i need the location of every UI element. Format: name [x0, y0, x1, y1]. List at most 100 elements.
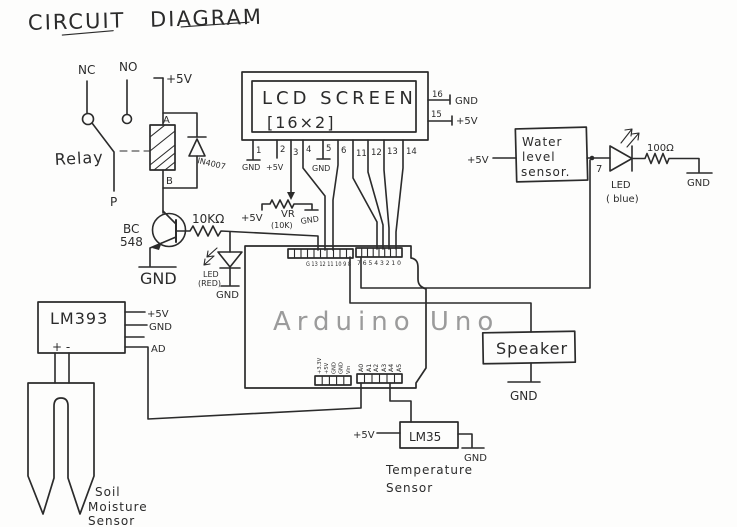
lcd-pin-number: 3	[293, 148, 298, 158]
soil-label-line3: Sensor	[88, 514, 135, 527]
lcd-size: [16×2]	[267, 113, 335, 132]
soil-label-line2: Moisture	[88, 500, 148, 514]
lm393-ad-to-a0-wire	[124, 346, 362, 420]
soil-moisture-circuit: LM393 + - +5V GND AD Soil Moisture Senso…	[27, 301, 172, 527]
title-underline-1	[61, 30, 114, 36]
lm35-circuit: LM35 +5V GND Temperature Sensor	[353, 421, 487, 495]
lcd-pin15-wire	[427, 115, 453, 126]
lcd-pin-number: 6	[341, 146, 346, 156]
lcd-pin14-wire	[395, 139, 404, 250]
water-label-line2: level	[522, 150, 556, 164]
speaker-box	[481, 330, 577, 365]
speaker-gnd-label: GND	[510, 389, 538, 403]
power-pin-label: Vin	[346, 366, 352, 374]
water-label-line1: Water	[522, 135, 562, 149]
bc548-label-line2: 548	[120, 235, 143, 249]
lcd-pin-number: 1	[256, 146, 261, 156]
lcd-pin16-number: 16	[432, 90, 443, 100]
power-pin-label: GND	[332, 362, 338, 374]
power-pin-label: GND	[339, 362, 345, 374]
lm35-gnd-label: GND	[464, 453, 487, 464]
power-header	[314, 375, 352, 386]
page-title: CIRCUIT DIAGRAM	[28, 5, 263, 36]
base-resistor-label: 10KΩ	[192, 212, 224, 226]
power-pin-label: +3.3V	[317, 357, 323, 374]
bc548-emitter-arrow	[152, 242, 162, 250]
contrast-potentiometer: +5V VR (10K) GND	[241, 199, 319, 230]
bc548-label-line1: BC	[123, 222, 139, 236]
flyback-diode-triangle	[188, 138, 206, 157]
analog-pin-label: A2	[373, 364, 380, 372]
lcd-inner-frame	[251, 80, 417, 133]
lm393-vcc-label: +5V	[147, 309, 169, 320]
analog-pin-label: A5	[396, 364, 403, 372]
relay-terminal-a: A	[163, 115, 170, 126]
relay-switch-arm	[91, 122, 115, 192]
relay-no-contact	[121, 113, 133, 125]
vr-vcc-label: +5V	[241, 213, 263, 224]
lm393-label: LM393	[50, 309, 108, 328]
lcd-pin12-wire	[367, 139, 384, 250]
analog-pin-label: A3	[381, 364, 388, 372]
lcd-pin16-wire	[427, 94, 451, 105]
red-led-emission-arrows	[203, 247, 218, 266]
relay-terminal-b: B	[166, 176, 173, 187]
vr-zigzag	[261, 199, 313, 211]
arduino-board: Arduino Uno G 13 12 11 10 9 8 7 6 5 4 3 …	[244, 245, 499, 389]
lcd-pin-number: 13	[387, 147, 398, 157]
lcd-pin-number: 2	[280, 145, 285, 155]
bc548-emitter	[149, 236, 177, 267]
lcd-pin1-wire	[246, 139, 261, 161]
water-label-line3: sensor.	[521, 165, 570, 179]
blue-led-triangle	[609, 145, 633, 172]
speaker-gnd-wire	[507, 362, 541, 383]
lm35-gnd-wire	[457, 433, 485, 449]
lm393-ad-label: AD	[151, 344, 166, 355]
vr-name-label: VR	[281, 209, 295, 220]
lm35-caption-line2: Sensor	[386, 481, 433, 495]
lcd-pin5-gnd-label: GND	[312, 164, 330, 173]
flyback-diode-branch	[162, 112, 198, 189]
water-vcc-label: +5V	[467, 155, 489, 166]
speaker-label: Speaker	[496, 339, 568, 358]
flyback-diode-label: IN4007	[197, 156, 227, 171]
lm35-vcc-label: +5V	[353, 430, 375, 441]
relay-p-label: P	[110, 195, 117, 209]
power-header-dividers	[321, 375, 345, 386]
lm393-gnd-label: GND	[149, 322, 172, 333]
soil-probe-fork	[27, 382, 95, 515]
lm393-probe-wires	[54, 352, 70, 384]
analog-pin-label: A1	[366, 364, 373, 372]
base-wire-and-resistor	[175, 225, 319, 251]
title-underline-2	[180, 21, 250, 28]
junction-dot	[589, 155, 595, 161]
emitter-gnd-label: GND	[140, 269, 177, 288]
analog-pin-label: A0	[358, 364, 365, 372]
blue-led-gnd-label: GND	[687, 178, 710, 189]
red-led-gnd-label: GND	[216, 290, 239, 301]
lcd-pin16-gnd-label: GND	[455, 96, 478, 107]
lm393-polarity-label: + -	[52, 340, 70, 354]
relay-coil-hatch	[149, 124, 176, 171]
lm35-label: LM35	[409, 430, 441, 444]
lcd-pin-number: 5	[326, 144, 331, 154]
blue-led-label-line2: ( blue)	[606, 194, 639, 205]
transistor-driver: BC 548 GND 10KΩ LED (RED) GND	[120, 210, 319, 301]
red-led-label-line1: LED	[203, 270, 219, 279]
digital-header-left-dividers	[293, 248, 348, 259]
lcd-pin15-vcc-label: +5V	[456, 116, 478, 127]
relay-no-label: NO	[119, 60, 137, 74]
lcd-pin5-wire	[316, 139, 331, 160]
blue-led-resistor-label: 100Ω	[647, 143, 674, 154]
digital-right-pin-labels: 7 6 5 4 3 2 1 0	[357, 260, 401, 267]
arduino-name: Arduino Uno	[273, 307, 499, 337]
vr-gnd-label: GND	[300, 215, 319, 226]
pin8-to-speaker-wire	[349, 256, 532, 333]
lcd-pin-number: 12	[371, 148, 382, 158]
lcd-pin4-wire	[302, 139, 326, 251]
water-sensor-box	[514, 126, 589, 183]
relay-nc-label: NC	[78, 63, 95, 77]
lcd-outer-frame	[241, 71, 429, 141]
red-led-gnd-wire	[220, 267, 240, 287]
